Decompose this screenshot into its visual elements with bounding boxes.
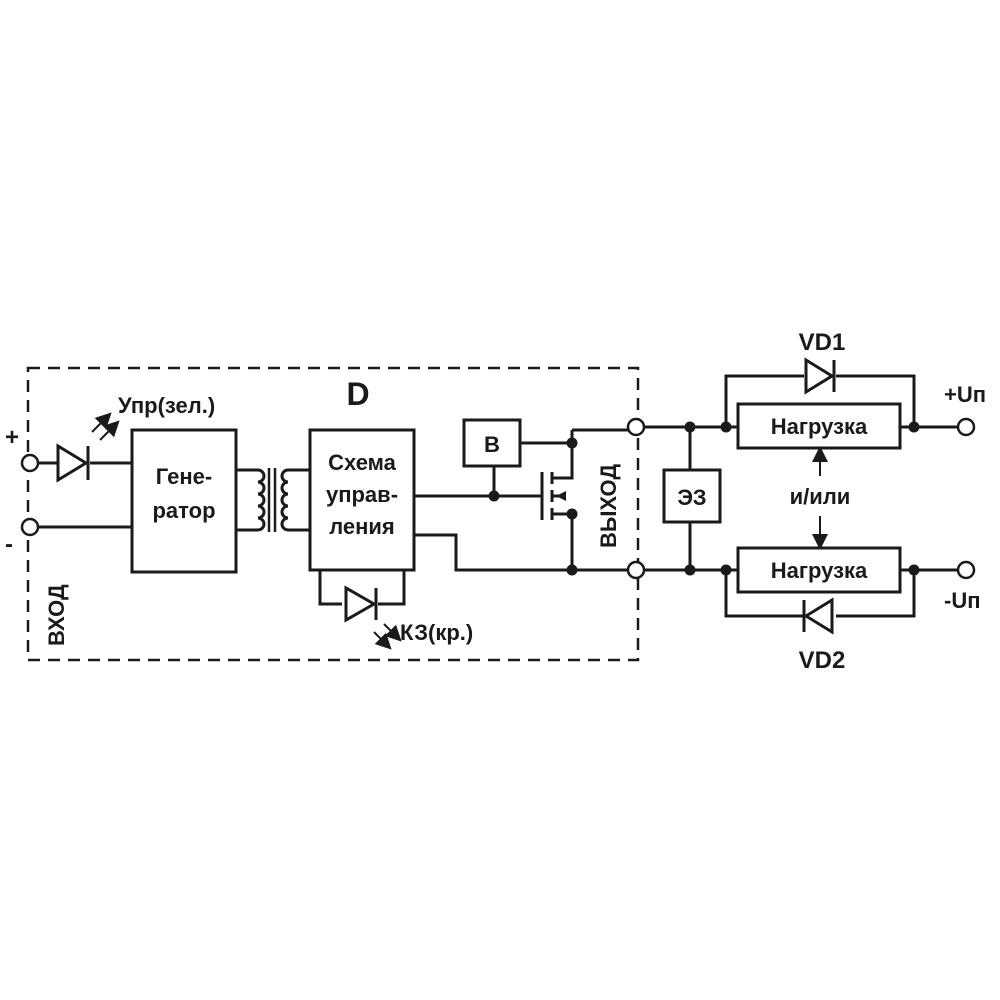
junction-return bbox=[566, 564, 578, 576]
ctrl-led-icon bbox=[56, 412, 120, 483]
junction-source bbox=[566, 508, 578, 520]
load-bottom-block bbox=[736, 546, 902, 594]
load-top-label: Нагрузка bbox=[771, 414, 868, 439]
control-label-line3: ления bbox=[329, 514, 395, 539]
junction-ez-bottom bbox=[684, 564, 696, 576]
wire-short-led-loop bbox=[318, 570, 406, 606]
control-label-line1: Схема bbox=[328, 450, 397, 475]
control-block bbox=[308, 428, 416, 572]
junction-gate bbox=[488, 490, 500, 502]
output-minus-terminal[interactable] bbox=[626, 560, 646, 580]
load-bottom-label: Нагрузка bbox=[771, 558, 868, 583]
junction-drain bbox=[566, 437, 578, 449]
vd1-diode-icon bbox=[804, 357, 836, 395]
transformer-icon bbox=[236, 468, 310, 532]
b-block-label: В bbox=[484, 432, 500, 457]
supply-plus-label: +Uп bbox=[944, 382, 986, 407]
wire-control-return bbox=[414, 533, 634, 572]
vd1-label: VD1 bbox=[799, 329, 846, 356]
wire-vd2-loop bbox=[724, 570, 916, 618]
generator-label-line1: Гене- bbox=[156, 464, 212, 489]
supply-minus-label: -Uп bbox=[944, 588, 981, 613]
b-block bbox=[462, 418, 522, 468]
vd2-diode-icon bbox=[802, 597, 834, 635]
module-boundary bbox=[26, 366, 640, 662]
output-label: ВЫХОД bbox=[596, 464, 621, 548]
control-label-line2: управ- bbox=[326, 482, 398, 507]
supply-minus-terminal[interactable] bbox=[956, 560, 976, 580]
supply-plus-terminal[interactable] bbox=[956, 417, 976, 437]
input-label: ВХОД bbox=[44, 584, 69, 646]
input-minus-terminal[interactable] bbox=[20, 517, 40, 537]
output-plus-terminal[interactable] bbox=[626, 417, 646, 437]
module-label: D bbox=[346, 376, 369, 412]
ez-block-label: ЭЗ bbox=[677, 485, 706, 510]
and-or-label: и/или bbox=[790, 484, 851, 509]
junction-ez-top bbox=[684, 421, 696, 433]
short-led-label: КЗ(кр.) bbox=[400, 620, 473, 645]
input-plus-label: + bbox=[5, 424, 19, 451]
short-led-icon bbox=[344, 585, 402, 650]
generator-block bbox=[130, 428, 238, 574]
wire-vd1-loop bbox=[724, 374, 916, 427]
input-plus-terminal[interactable] bbox=[20, 453, 40, 473]
generator-label-line2: ратор bbox=[152, 498, 215, 523]
mosfet-icon bbox=[540, 430, 574, 570]
vd2-label: VD2 bbox=[799, 647, 846, 674]
ctrl-led-label: Упр(зел.) bbox=[118, 393, 215, 418]
ez-block bbox=[662, 468, 722, 524]
input-minus-label: - bbox=[5, 531, 13, 558]
